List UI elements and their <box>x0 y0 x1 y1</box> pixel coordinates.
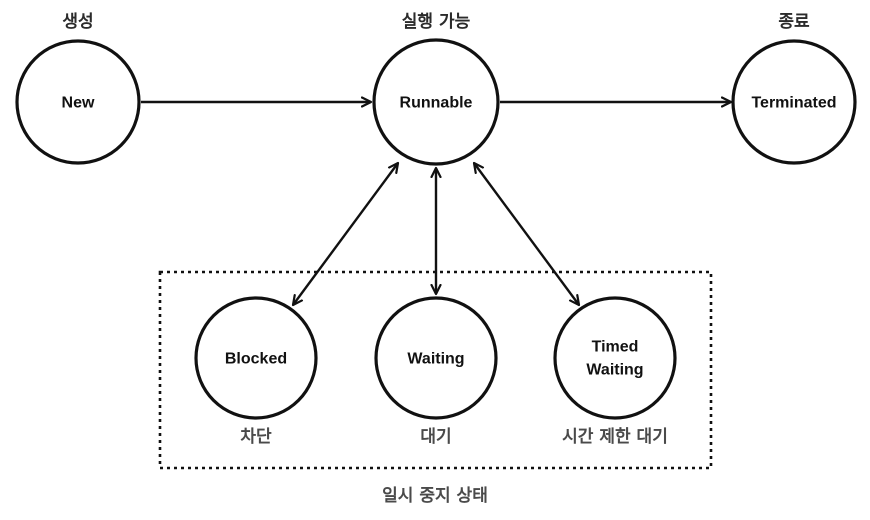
state-terminated: Terminated <box>731 39 857 165</box>
edge-runnable-blocked <box>293 163 398 305</box>
state-terminated-label: Terminated <box>751 95 836 112</box>
state-runnable-circle <box>372 38 500 166</box>
state-timed-waiting: Timed Waiting <box>553 296 677 420</box>
state-timed-waiting-label-line2: Waiting <box>586 362 643 379</box>
state-runnable-label: Runnable <box>400 95 473 112</box>
state-runnable-caption: 실행 가능 <box>402 12 471 32</box>
paused-states-caption: 일시 중지 상태 <box>382 486 488 506</box>
state-waiting: Waiting <box>374 296 498 420</box>
state-terminated-caption: 종료 <box>778 12 810 32</box>
state-waiting-circle <box>374 296 498 420</box>
state-blocked: Blocked <box>194 296 318 420</box>
state-new-circle <box>15 39 141 165</box>
state-waiting-label: Waiting <box>407 351 464 368</box>
state-runnable: Runnable <box>372 38 500 166</box>
state-timed-waiting-label-line1: Timed <box>592 339 639 356</box>
state-waiting-caption: 대기 <box>420 427 451 447</box>
state-blocked-label: Blocked <box>225 351 287 368</box>
state-new: New <box>15 39 141 165</box>
state-new-label: New <box>62 95 95 112</box>
edge-runnable-timed-waiting <box>474 163 579 305</box>
state-timed-waiting-circle <box>553 296 677 420</box>
state-timed-waiting-caption: 시간 제한 대기 <box>562 427 668 447</box>
state-terminated-circle <box>731 39 857 165</box>
state-blocked-caption: 차단 <box>240 427 272 447</box>
state-new-caption: 생성 <box>62 12 93 32</box>
state-blocked-circle <box>194 296 318 420</box>
